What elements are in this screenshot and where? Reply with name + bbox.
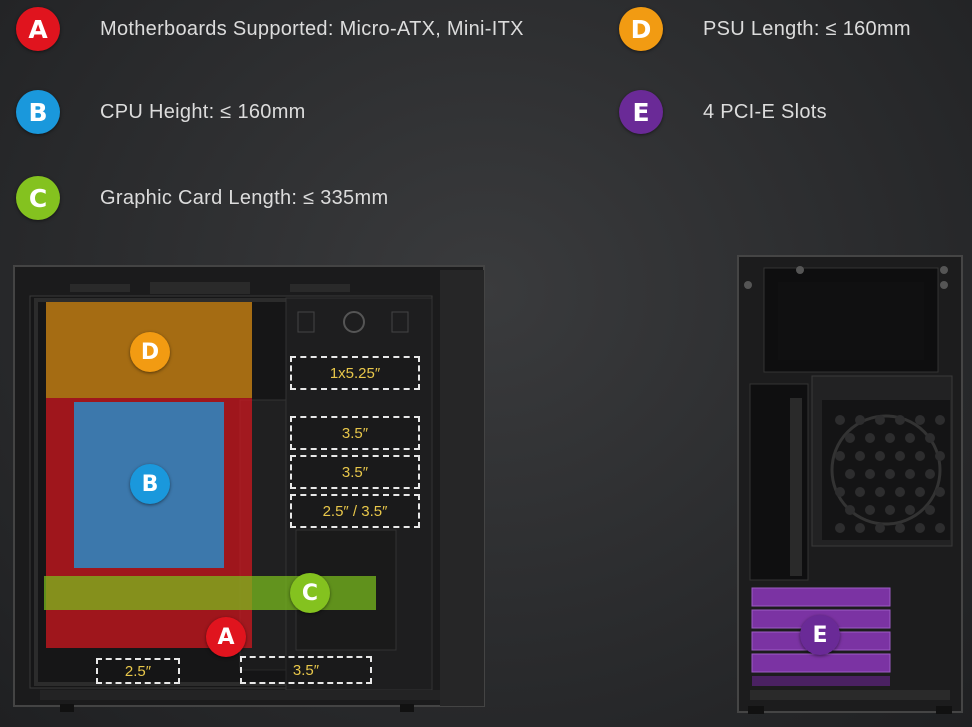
badge-a-icon: A — [16, 7, 60, 51]
spec-c-label: Graphic Card Length: ≤ 335mm — [100, 186, 389, 209]
spec-e: E 4 PCI-E Slots — [619, 90, 827, 134]
spec-b-label: CPU Height: ≤ 160mm — [100, 100, 306, 123]
bay-bottom-25: 2.5″ — [96, 658, 180, 684]
bay-bottom-35: 3.5″ — [240, 656, 372, 684]
zone-badge-b-icon: B — [130, 464, 170, 504]
zone-badge-d-icon: D — [130, 332, 170, 372]
bay-35-b: 3.5″ — [290, 455, 420, 489]
case-back-view — [737, 255, 963, 714]
bay-35-a: 3.5″ — [290, 416, 420, 450]
badge-d-icon: D — [619, 7, 663, 51]
bay-25-35: 2.5″ / 3.5″ — [290, 494, 420, 528]
spec-b: B CPU Height: ≤ 160mm — [16, 90, 306, 134]
zone-badge-a-icon: A — [206, 617, 246, 657]
zone-badge-e-icon: E — [800, 615, 840, 655]
spec-a: A Motherboards Supported: Micro-ATX, Min… — [16, 7, 524, 51]
spec-c: C Graphic Card Length: ≤ 335mm — [16, 176, 388, 220]
spec-d: D PSU Length: ≤ 160mm — [619, 7, 911, 51]
zone-badge-c-icon: C — [290, 573, 330, 613]
badge-b-icon: B — [16, 90, 60, 134]
badge-c-icon: C — [16, 176, 60, 220]
spec-d-label: PSU Length: ≤ 160mm — [703, 17, 911, 40]
badge-e-icon: E — [619, 90, 663, 134]
spec-e-label: 4 PCI-E Slots — [703, 100, 827, 123]
bay-525: 1x5.25″ — [290, 356, 420, 390]
spec-a-label: Motherboards Supported: Micro-ATX, Mini-… — [100, 17, 524, 40]
